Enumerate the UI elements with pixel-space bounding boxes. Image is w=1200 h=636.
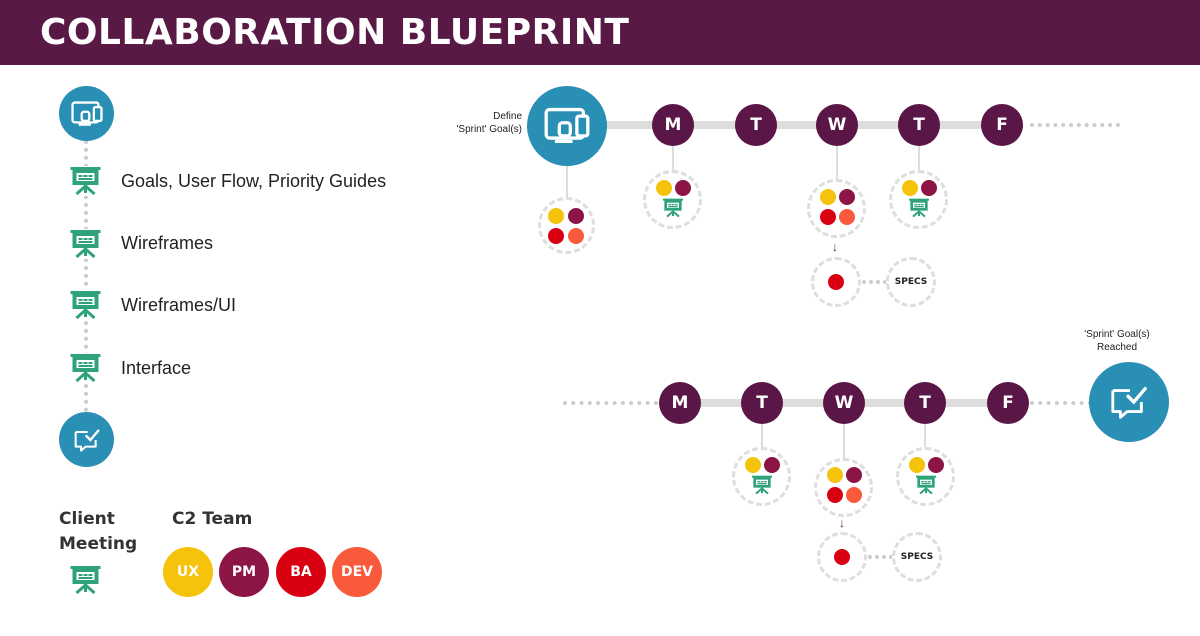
client-meeting-icon xyxy=(752,475,772,495)
week1-start-connector xyxy=(566,160,568,198)
team-group xyxy=(538,197,595,254)
day-wednesday: W xyxy=(823,382,865,424)
left-end-milestone xyxy=(59,412,114,467)
day-thursday: T xyxy=(904,382,946,424)
week1-timeline xyxy=(600,121,1005,129)
left-flow-connector xyxy=(84,140,88,412)
ba-dot xyxy=(820,209,836,225)
day-friday: F xyxy=(981,104,1023,146)
pm-dot xyxy=(764,457,780,473)
specs-badge: SPECS xyxy=(892,532,942,582)
client-meeting-icon xyxy=(663,198,683,218)
flow-step-label: Wireframes xyxy=(121,233,214,253)
dev-dot xyxy=(568,228,584,244)
meeting-text: Meeting xyxy=(59,534,138,554)
chat-check-icon xyxy=(1111,386,1147,419)
reached-text: Reached xyxy=(1096,342,1138,353)
client-meeting-icon xyxy=(909,198,929,218)
ba-dot xyxy=(834,549,850,565)
day-connector xyxy=(672,145,674,171)
day-monday: M xyxy=(652,104,694,146)
role-ux: UX xyxy=(163,547,213,597)
dev-dot xyxy=(846,487,862,503)
week1-continuation xyxy=(1030,123,1120,127)
day-thursday: T xyxy=(898,104,940,146)
ba-dot xyxy=(828,274,844,290)
day-connector xyxy=(843,423,845,461)
role-pm: PM xyxy=(219,547,269,597)
flow-step-label: Wireframes/UI xyxy=(121,295,237,315)
left-start-milestone xyxy=(59,86,114,141)
flow-step-label: Interface xyxy=(121,358,192,378)
client-meeting-icon xyxy=(916,475,936,495)
sprint-goal-text: 'Sprint' Goal(s) xyxy=(456,124,522,135)
sprint-reached-label: 'Sprint' Goal(s) Reached xyxy=(1072,328,1162,354)
ux-dot xyxy=(827,467,843,483)
ux-dot xyxy=(909,457,925,473)
arrow-down-icon: ↓ xyxy=(839,516,845,530)
day-connector xyxy=(761,423,763,449)
day-friday: F xyxy=(987,382,1029,424)
ux-dot xyxy=(820,189,836,205)
week2-continuation xyxy=(1030,401,1092,405)
sprint-start-milestone xyxy=(527,86,607,166)
pm-dot xyxy=(921,180,937,196)
define-text: Define xyxy=(493,111,522,122)
day-tuesday: T xyxy=(735,104,777,146)
chat-check-icon xyxy=(73,428,100,452)
ba-dot xyxy=(827,487,843,503)
pm-dot xyxy=(846,467,862,483)
ba-dot xyxy=(548,228,564,244)
specs-connector xyxy=(868,555,893,559)
header-bar: COLLABORATION BLUEPRINT xyxy=(0,0,1200,65)
day-monday: M xyxy=(659,382,701,424)
pm-dot xyxy=(839,189,855,205)
day-connector xyxy=(836,145,838,180)
pm-dot xyxy=(675,180,691,196)
client-meeting-icon xyxy=(70,353,101,383)
specs-badge: SPECS xyxy=(886,257,936,307)
devices-icon xyxy=(544,107,590,143)
role-dev: DEV xyxy=(332,547,382,597)
devices-icon xyxy=(70,100,103,126)
pm-dot xyxy=(928,457,944,473)
client-text: Client xyxy=(59,509,115,529)
meeting-group xyxy=(732,447,791,506)
legend-client-meeting: Client Meeting xyxy=(59,507,137,557)
team-group xyxy=(814,458,873,517)
ux-dot xyxy=(656,180,672,196)
week2-lead-in xyxy=(563,401,658,405)
ux-dot xyxy=(548,208,564,224)
client-meeting-icon xyxy=(70,166,101,196)
day-connector xyxy=(924,423,926,449)
sprint-goal-text: 'Sprint' Goal(s) xyxy=(1084,329,1150,340)
pm-dot xyxy=(568,208,584,224)
dev-dot xyxy=(839,209,855,225)
day-tuesday: T xyxy=(741,382,783,424)
ux-dot xyxy=(902,180,918,196)
day-wednesday: W xyxy=(816,104,858,146)
arrow-down-icon: ↓ xyxy=(832,240,838,254)
page-title: COLLABORATION BLUEPRINT xyxy=(40,12,630,53)
ux-dot xyxy=(745,457,761,473)
client-meeting-icon xyxy=(70,229,101,259)
sprint-end-milestone xyxy=(1089,362,1169,442)
team-group xyxy=(807,179,866,238)
client-meeting-icon xyxy=(70,290,101,320)
role-ba: BA xyxy=(276,547,326,597)
flow-step-label: Goals, User Flow, Priority Guides xyxy=(121,171,387,191)
day-connector xyxy=(918,145,920,171)
client-meeting-icon xyxy=(70,565,101,595)
legend-team-title: C2 Team xyxy=(172,509,253,529)
specs-connector xyxy=(862,280,887,284)
sprint-define-label: Define 'Sprint' Goal(s) xyxy=(430,110,522,136)
